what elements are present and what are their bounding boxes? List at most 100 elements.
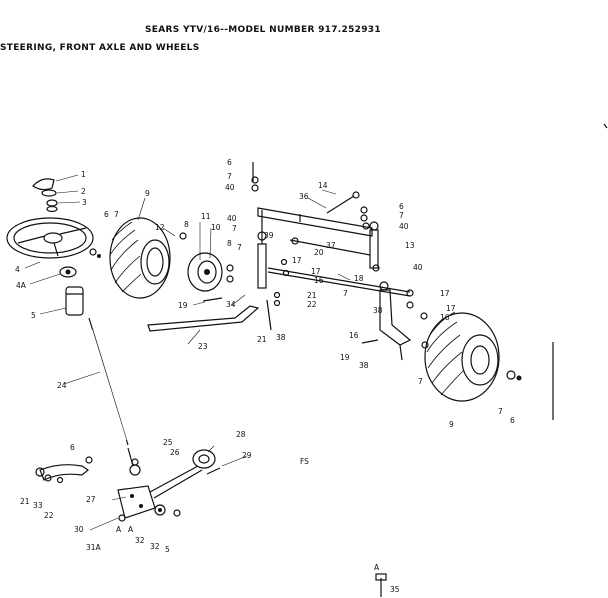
steering-gear-assembly-27 <box>117 447 156 519</box>
callout-19b: 19 <box>340 353 350 362</box>
callout-40c: 40 <box>227 214 237 223</box>
callout-a1: A <box>116 525 122 534</box>
callout-21c: 21 <box>20 497 30 506</box>
model-number-header: SEARS YTV/16--MODEL NUMBER 917.252931 <box>145 25 381 35</box>
spindle-left-39 <box>257 210 267 289</box>
callout-38: 38 <box>276 333 286 342</box>
callout-7c: 7 <box>227 172 232 181</box>
callout-4: 4 <box>15 265 20 274</box>
callout-12: 12 <box>155 223 165 232</box>
callout-9b: 9 <box>449 420 454 429</box>
callout-6: 6 <box>104 210 109 219</box>
callout-2: 2 <box>81 187 86 196</box>
callout-27: 27 <box>86 495 96 504</box>
callout-7h: 7 <box>498 407 503 416</box>
callout-7f: 7 <box>343 289 348 298</box>
steering-nut-3 <box>46 199 58 213</box>
callout-a3: A <box>374 563 380 572</box>
callout-21b: 21 <box>257 335 267 344</box>
callout-24: 24 <box>57 381 67 390</box>
steering-adapter-4a <box>59 266 77 278</box>
callout-16: 16 <box>314 276 324 285</box>
drag-link-23 <box>147 305 260 332</box>
callout-16c: 16 <box>349 331 359 340</box>
callout-7d: 7 <box>399 211 404 220</box>
callout-7b: 7 <box>237 243 242 252</box>
callout-fs: FS <box>300 457 309 466</box>
callout-17d: 17 <box>446 304 456 313</box>
callout-19: 19 <box>178 301 188 310</box>
callout-35: 35 <box>390 585 400 594</box>
leader-lines <box>24 174 351 531</box>
bolts-fasteners <box>44 162 428 522</box>
hub-washers-left <box>89 232 234 283</box>
section-title: STEERING, FRONT AXLE AND WHEELS <box>0 43 200 53</box>
callout-40: 40 <box>225 183 235 192</box>
gear-bracket-28 <box>149 449 216 499</box>
callout-21: 21 <box>307 291 317 300</box>
callout-8b: 8 <box>227 239 232 248</box>
callout-10: 10 <box>211 223 221 232</box>
callout-33: 33 <box>33 501 43 510</box>
bolt-35 <box>375 573 387 597</box>
callout-11: 11 <box>201 212 211 221</box>
callout-13: 13 <box>405 241 415 250</box>
front-tire-left <box>109 217 171 299</box>
callout-36: 36 <box>299 192 309 201</box>
drag-link-37 <box>289 237 371 256</box>
callout-38b: 38 <box>373 306 383 315</box>
steering-cap <box>32 178 55 191</box>
hub-washers-right <box>421 341 522 381</box>
callout-17c: 17 <box>440 289 450 298</box>
front-tire-right <box>424 311 500 402</box>
front-axle-36 <box>257 207 373 237</box>
callout-32b: 32 <box>150 542 160 551</box>
page-edge-marks <box>552 123 608 420</box>
callout-23: 23 <box>198 342 208 351</box>
callout-6d: 6 <box>510 416 515 425</box>
callout-34: 34 <box>226 300 236 309</box>
callout-7g: 7 <box>418 377 423 386</box>
callout-40d: 40 <box>413 263 423 272</box>
callout-16b: 16 <box>440 313 450 322</box>
callout-40b: 40 <box>399 222 409 231</box>
callout-6c: 6 <box>399 202 404 211</box>
callout-20: 20 <box>314 248 324 257</box>
axle-bolt-14 <box>326 191 360 214</box>
callout-7e: 7 <box>232 224 237 233</box>
callout-5: 5 <box>31 311 36 320</box>
callout-6e: 6 <box>70 443 75 452</box>
steering-bushing-5 <box>65 286 84 316</box>
callout-38c: 38 <box>359 361 369 370</box>
callout-26: 26 <box>170 448 180 457</box>
callout-6b: 6 <box>227 158 232 167</box>
callout-22b: 22 <box>44 511 54 520</box>
steering-shaft-24 <box>88 317 129 446</box>
callout-17: 17 <box>292 256 302 265</box>
callout-32a: 32 <box>135 536 145 545</box>
spindle-right-13 <box>369 221 379 269</box>
callout-14: 14 <box>318 181 328 190</box>
callout-8: 8 <box>184 220 189 229</box>
spindle-arm-right-16 <box>379 281 412 346</box>
tie-rod-18 <box>267 267 411 297</box>
callout-4a: 4A <box>16 281 27 290</box>
steering-wheel <box>6 217 94 259</box>
callout-31a: 31A <box>86 543 102 552</box>
sector-gear-32 <box>154 504 166 516</box>
callout-28: 28 <box>236 430 246 439</box>
callout-1: 1 <box>81 170 86 179</box>
callout-22: 22 <box>307 300 317 309</box>
callout-17b: 17 <box>311 267 321 276</box>
callout-29: 29 <box>242 451 252 460</box>
callout-37: 37 <box>326 241 336 250</box>
callout-30: 30 <box>74 525 84 534</box>
wheel-rim-left-10 <box>187 252 223 292</box>
callout-3: 3 <box>82 198 87 207</box>
callout-18: 18 <box>354 274 364 283</box>
callout-25: 25 <box>163 438 173 447</box>
callout-9: 9 <box>145 189 150 198</box>
callout-labels: 1 2 3 4 4A 5 6 7 9 12 8 11 10 8 7 19 34 … <box>15 158 515 594</box>
callout-7: 7 <box>114 210 119 219</box>
